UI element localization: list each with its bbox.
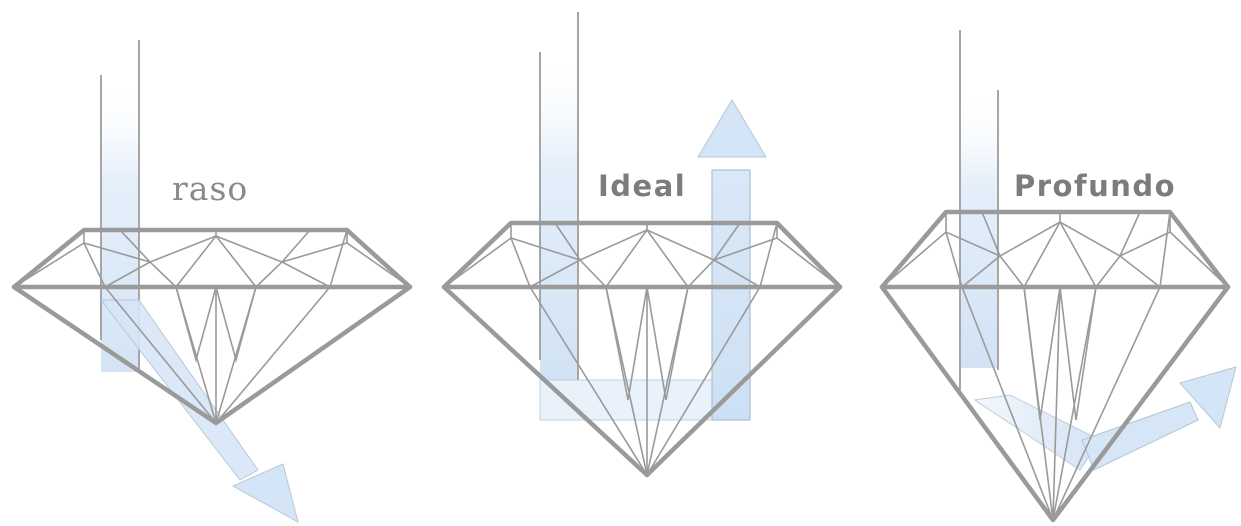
incoming-light-beam: [540, 50, 578, 380]
crown-facets: [14, 236, 410, 287]
crown-facets: [444, 230, 840, 287]
diamond-shallow: raso: [14, 40, 410, 522]
diamond-ideal: Ideal: [444, 12, 840, 475]
diamond-outline: [14, 230, 410, 423]
pavilion-facets: [1053, 287, 1160, 520]
diamond-deep: Profundo: [882, 30, 1236, 520]
diamond-outline: [444, 223, 840, 475]
label-shallow: raso: [172, 169, 248, 208]
crown-facets: [1060, 212, 1140, 287]
pavilion-facets: [962, 287, 1053, 520]
crown-facets: [511, 223, 530, 287]
crown-facets: [1120, 212, 1170, 287]
label-ideal: Ideal: [598, 169, 686, 203]
incoming-light-beam: [960, 88, 998, 368]
label-deep: Profundo: [1014, 169, 1176, 203]
crown-facets: [1024, 212, 1060, 287]
exit-arrowhead: [698, 100, 766, 157]
exiting-light-beam: [101, 300, 258, 480]
